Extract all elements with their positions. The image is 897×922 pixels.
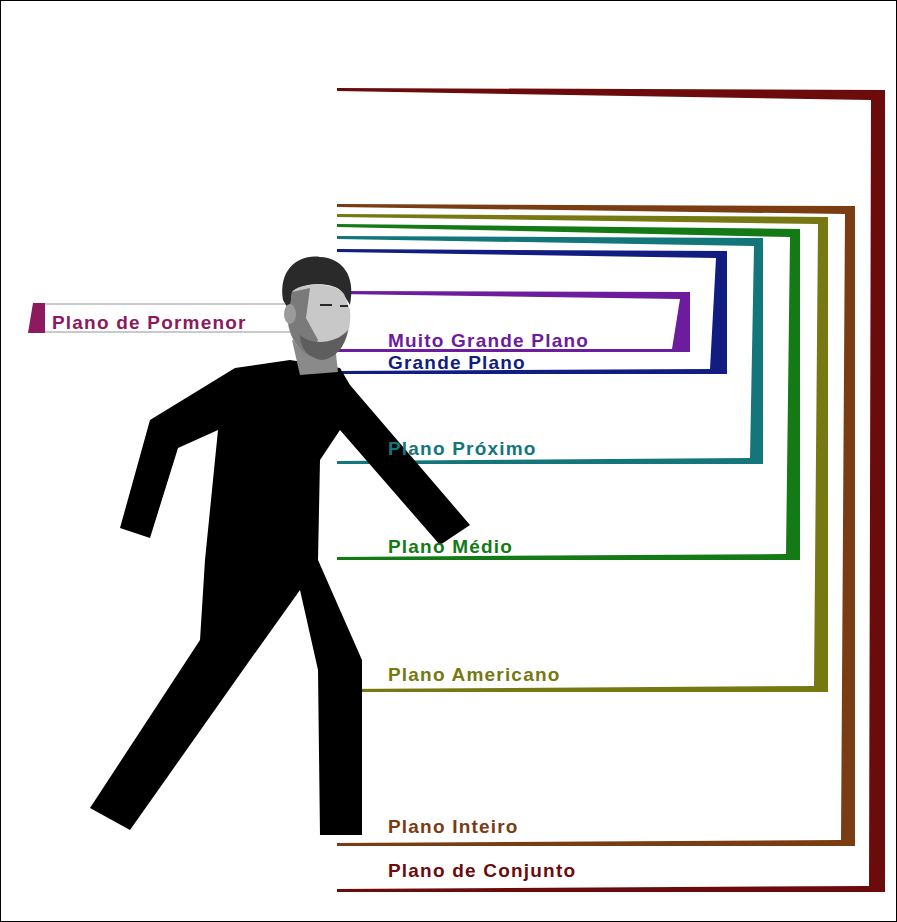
figure-beard [300,330,348,360]
shot-size-label: Muito Grande Plano [388,330,589,352]
figure-eye [320,304,332,306]
shot-size-label: Grande Plano [388,352,526,374]
figure-body [90,360,470,835]
bracket-proximo [337,236,763,464]
shot-size-label: Plano de Pormenor [52,312,247,334]
shot-size-label: Plano Próximo [388,438,537,460]
shot-size-label: Plano Médio [388,536,513,558]
shot-size-label: Plano de Conjunto [388,860,576,882]
bracket-grande [337,249,727,374]
bracket-americano [337,214,828,692]
bracket-medio [337,224,800,560]
leader-line [45,303,300,305]
figure-eye [340,305,348,307]
figure-ear [284,304,296,324]
shot-size-label: Plano Inteiro [388,816,519,838]
bracket-pormenor [28,303,45,333]
shot-size-label: Plano Americano [388,664,561,686]
bracket-inteiro [337,204,855,846]
bracket-muito-grande [337,291,690,352]
